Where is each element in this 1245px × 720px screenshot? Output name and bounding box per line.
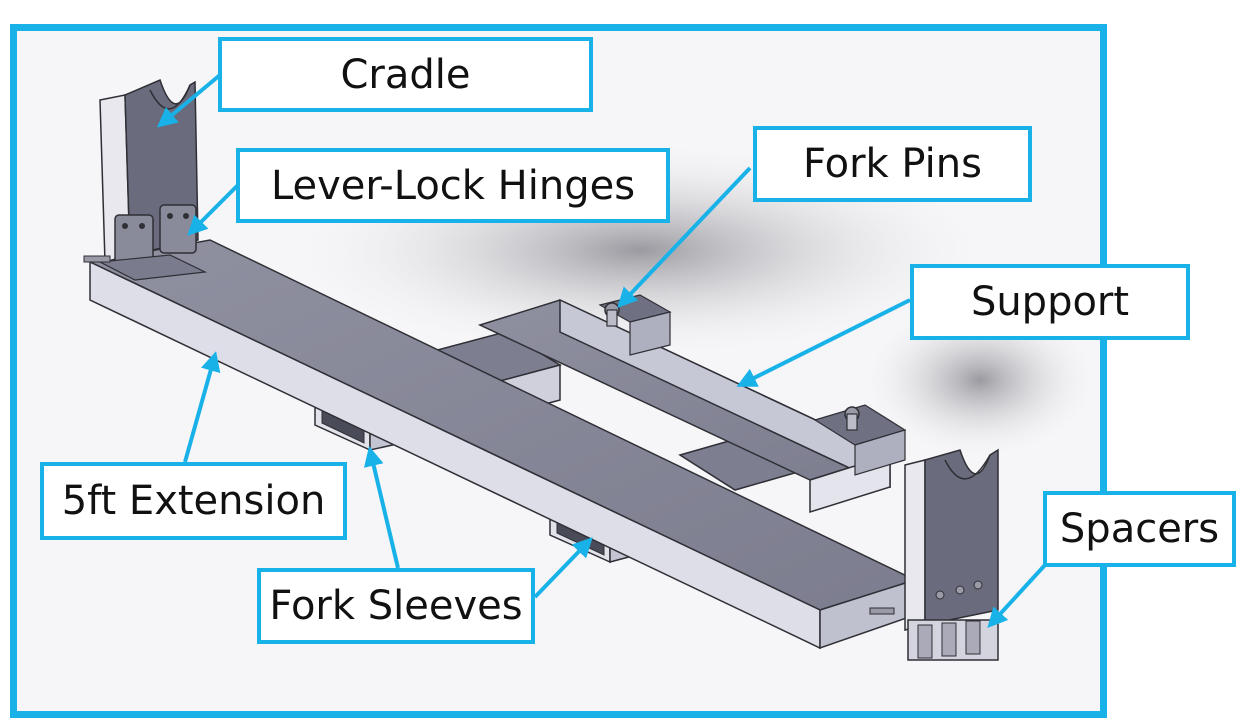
label-support: Support xyxy=(910,264,1190,340)
label-fork-sleeves: Fork Sleeves xyxy=(257,568,535,644)
label-fork-pins: Fork Pins xyxy=(753,126,1032,202)
arrow-sleeve-left xyxy=(363,446,400,569)
arrow-sleeve-right xyxy=(533,537,593,599)
spacers xyxy=(869,607,999,661)
arrow-support xyxy=(736,298,911,387)
arrow-spacers xyxy=(987,563,1047,628)
drop-shadow-right xyxy=(860,300,1100,460)
fork-pin-front xyxy=(844,406,860,431)
leader-arrows xyxy=(156,73,1047,628)
label-lever-lock-hinges: Lever-Lock Hinges xyxy=(236,148,670,223)
label-5ft-extension: 5ft Extension xyxy=(40,462,347,540)
lever-lock-hinges xyxy=(83,204,208,281)
label-cradle: Cradle xyxy=(218,37,593,112)
fork-pin-rear xyxy=(604,302,620,327)
arrow-fork-pins xyxy=(617,166,752,308)
label-spacers: Spacers xyxy=(1043,491,1236,567)
support-frame xyxy=(428,294,907,514)
pin-block-front-side xyxy=(854,429,906,476)
extension-beam xyxy=(87,239,918,650)
arrow-hinges xyxy=(187,183,240,236)
arrow-cradle xyxy=(156,73,222,128)
pin-block-back-side xyxy=(629,311,671,356)
arrow-extension xyxy=(183,351,221,463)
cradle-right xyxy=(904,448,999,631)
